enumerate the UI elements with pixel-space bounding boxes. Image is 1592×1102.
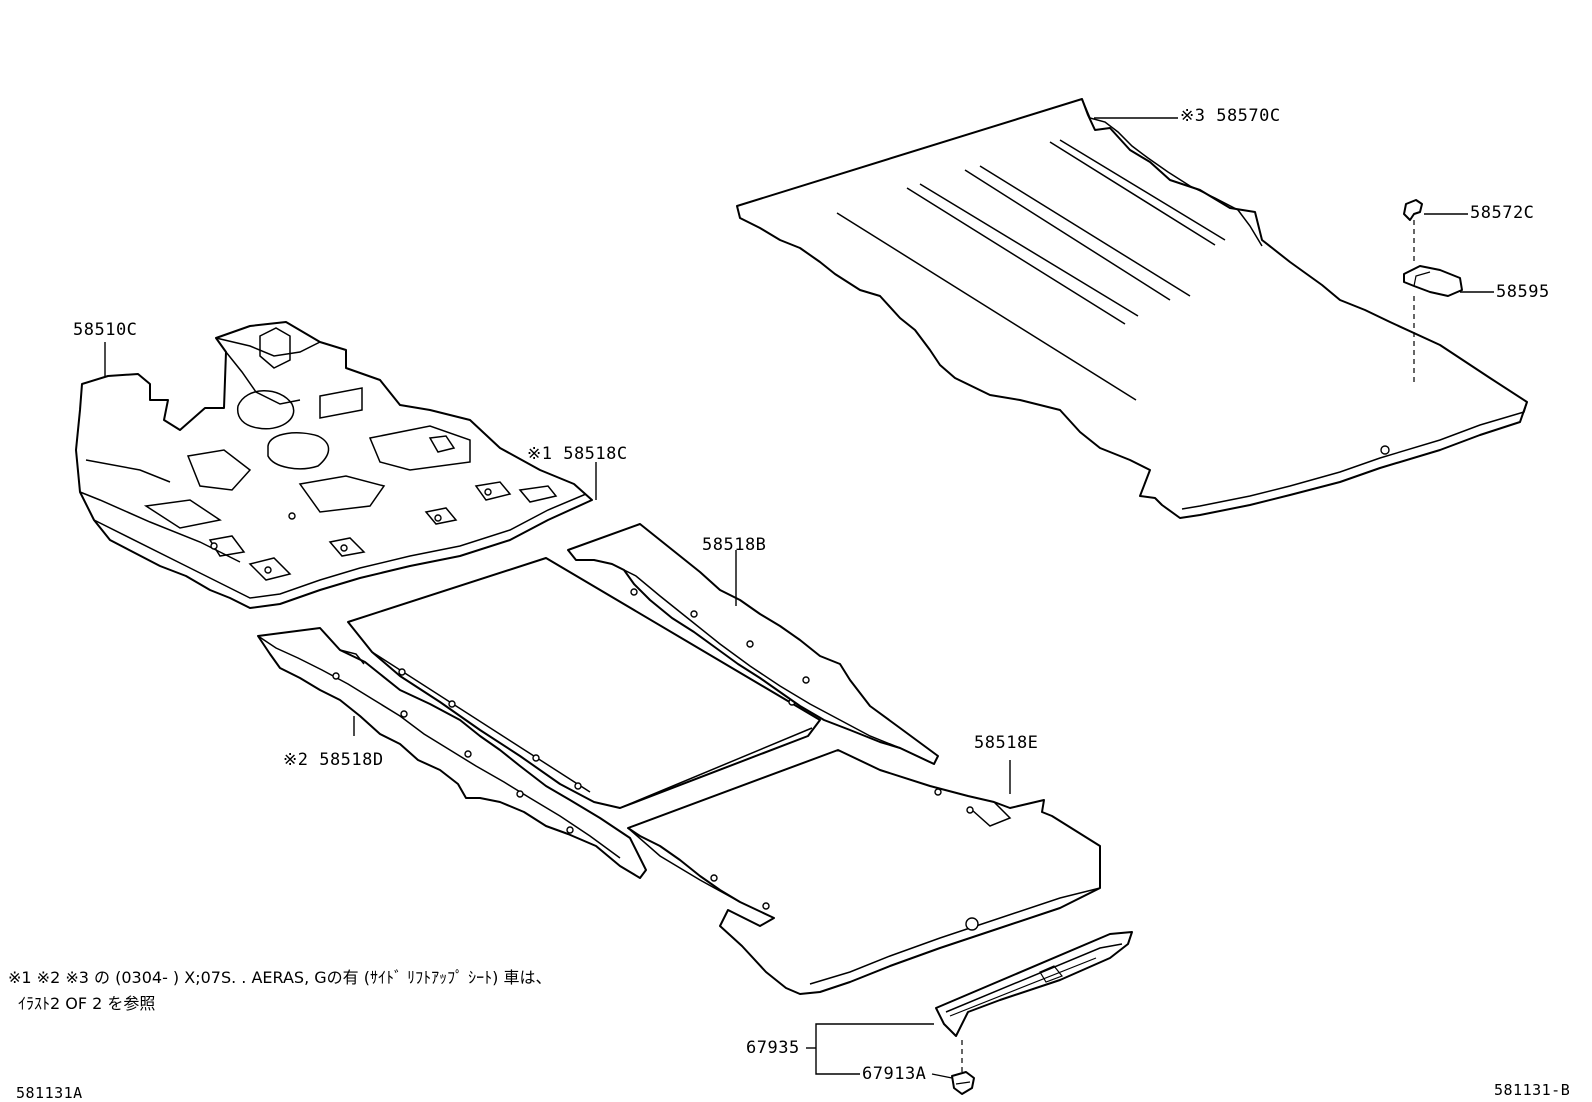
label-58570c: ※3 58570C xyxy=(1180,106,1281,126)
label-58572c: 58572C xyxy=(1470,203,1535,223)
front-floor-carpet-58510c xyxy=(75,321,593,609)
clip-67913a xyxy=(951,1071,975,1095)
left-mat-strip-58518d xyxy=(257,627,647,879)
note-line-1: ※1 ※2 ※3 の (0304- ) X;07S. . AERAS, Gの有 … xyxy=(8,968,552,987)
label-58518b: 58518B xyxy=(702,535,767,555)
label-58518c: ※1 58518C xyxy=(527,444,628,464)
label-67913a: 67913A xyxy=(862,1064,927,1084)
clip-58572c xyxy=(1403,199,1423,262)
label-58510c: 58510C xyxy=(73,320,138,340)
label-67935: 67935 xyxy=(746,1038,800,1058)
label-58595: 58595 xyxy=(1496,282,1550,302)
label-58518d: ※2 58518D xyxy=(283,750,384,770)
illustration-code-right: 581131-B xyxy=(1494,1081,1571,1099)
label-58518e: 58518E xyxy=(974,733,1039,753)
leader-lines xyxy=(104,117,1494,1079)
rear-panel-58518e xyxy=(627,749,1101,995)
illustration-code-left: 581131A xyxy=(16,1084,83,1102)
bracket-58595 xyxy=(1403,265,1463,383)
rear-floor-mat-58570c xyxy=(736,98,1528,519)
middle-panel-58518c xyxy=(347,557,821,809)
scuff-plate-67935 xyxy=(935,931,1133,1072)
note-line-2: ｲﾗｽﾄ2 OF 2 を参照 xyxy=(18,994,156,1013)
right-mat-strip-58518b xyxy=(567,523,939,765)
